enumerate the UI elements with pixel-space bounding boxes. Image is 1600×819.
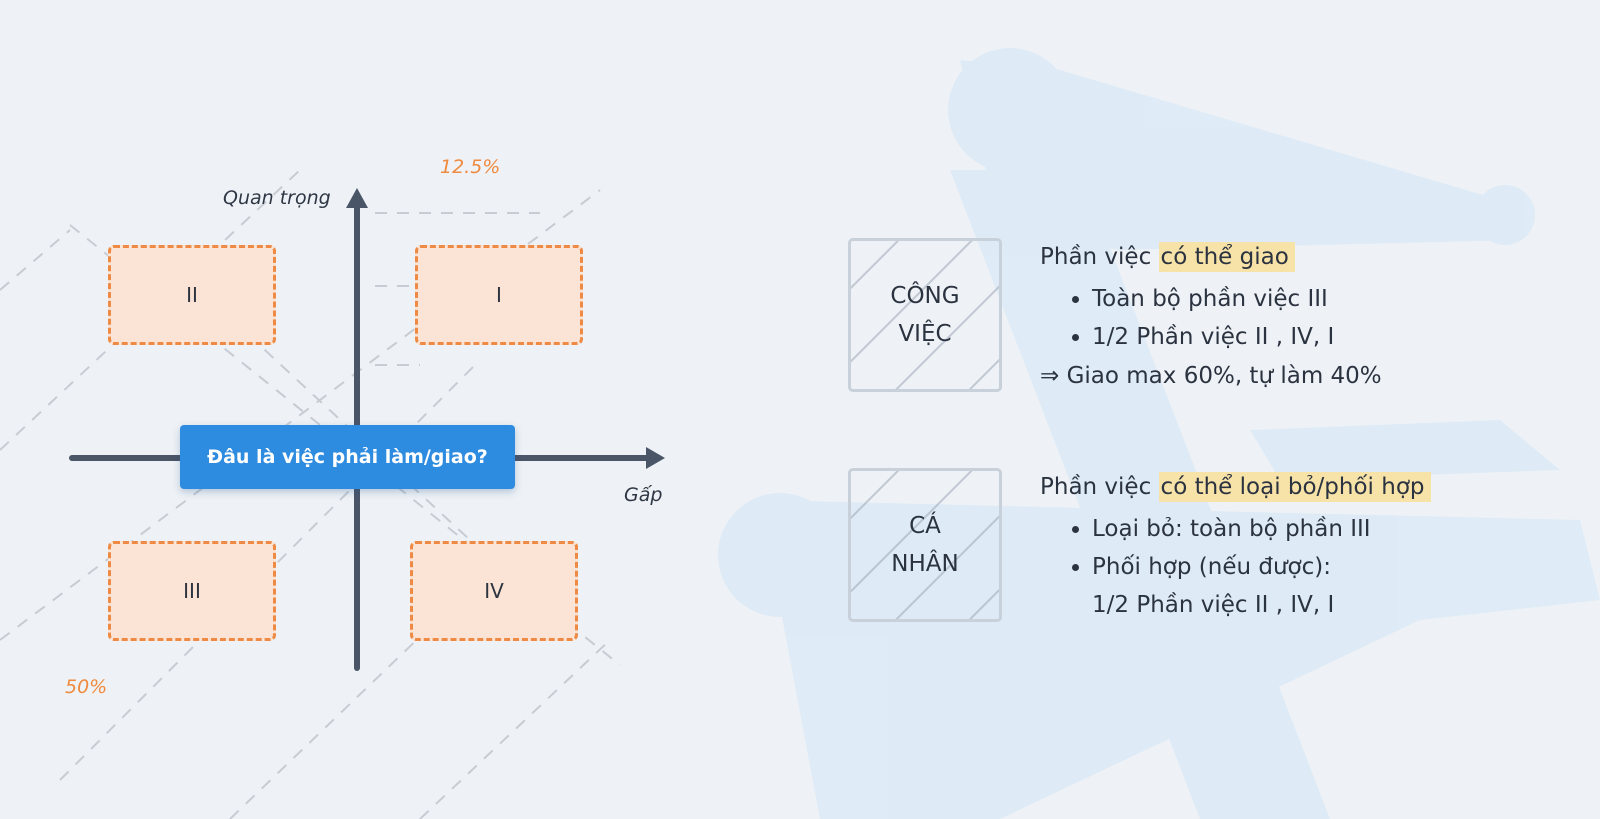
cong-viec-box: CÔNG VIỆC <box>848 238 1002 392</box>
list-item: Phối hợp (nếu được): <box>1092 548 1580 586</box>
ca-nhan-bullet-list: Loại bỏ: toàn bộ phần III Phối hợp (nếu … <box>1040 510 1580 586</box>
center-question-button[interactable]: Đâu là việc phải làm/giao? <box>180 425 515 489</box>
percent-bottom-label: 50% <box>65 676 108 698</box>
ca-nhan-box: CÁ NHÂN <box>848 468 1002 622</box>
y-axis-arrow-icon <box>346 188 368 208</box>
quadrant-iv: IV <box>410 541 578 641</box>
x-axis-arrow-icon <box>646 447 665 469</box>
ca-nhan-bullet-continuation: 1/2 Phần việc II , IV, I <box>1092 592 1335 618</box>
ca-nhan-heading-highlight: có thể loại bỏ/phối hợp <box>1158 472 1431 502</box>
list-item: 1/2 Phần việc II , IV, I <box>1092 318 1580 356</box>
list-item: Loại bỏ: toàn bộ phần III <box>1092 510 1580 548</box>
quadrant-i: I <box>415 245 583 345</box>
cong-viec-heading: Phần việc có thể giao <box>1040 240 1580 274</box>
cong-viec-bullet-list: Toàn bộ phần việc III 1/2 Phần việc II ,… <box>1040 280 1580 356</box>
cong-viec-panel: Phần việc có thể giao Toàn bộ phần việc … <box>1040 240 1580 396</box>
ca-nhan-box-line-2: NHÂN <box>891 551 959 577</box>
percent-top-label: 12.5% <box>440 156 501 178</box>
list-item: Toàn bộ phần việc III <box>1092 280 1580 318</box>
cong-viec-conclusion: ⇒ Giao max 60%, tự làm 40% <box>1040 363 1382 389</box>
ca-nhan-panel: Phần việc có thể loại bỏ/phối hợp Loại b… <box>1040 470 1580 624</box>
cong-viec-heading-highlight: có thể giao <box>1158 242 1295 272</box>
cong-viec-heading-prefix: Phần việc <box>1040 244 1159 270</box>
quadrant-iii: III <box>108 541 276 641</box>
ca-nhan-box-line-1: CÁ <box>909 513 941 539</box>
cong-viec-box-line-1: CÔNG <box>890 283 960 309</box>
ca-nhan-heading-prefix: Phần việc <box>1040 474 1159 500</box>
ca-nhan-heading: Phần việc có thể loại bỏ/phối hợp <box>1040 470 1580 504</box>
watermark-logo <box>718 48 1600 819</box>
y-axis-label: Quan trọng <box>223 187 331 209</box>
cong-viec-box-line-2: VIỆC <box>898 321 952 347</box>
quadrant-ii: II <box>108 245 276 345</box>
x-axis-label: Gấp <box>624 484 663 506</box>
